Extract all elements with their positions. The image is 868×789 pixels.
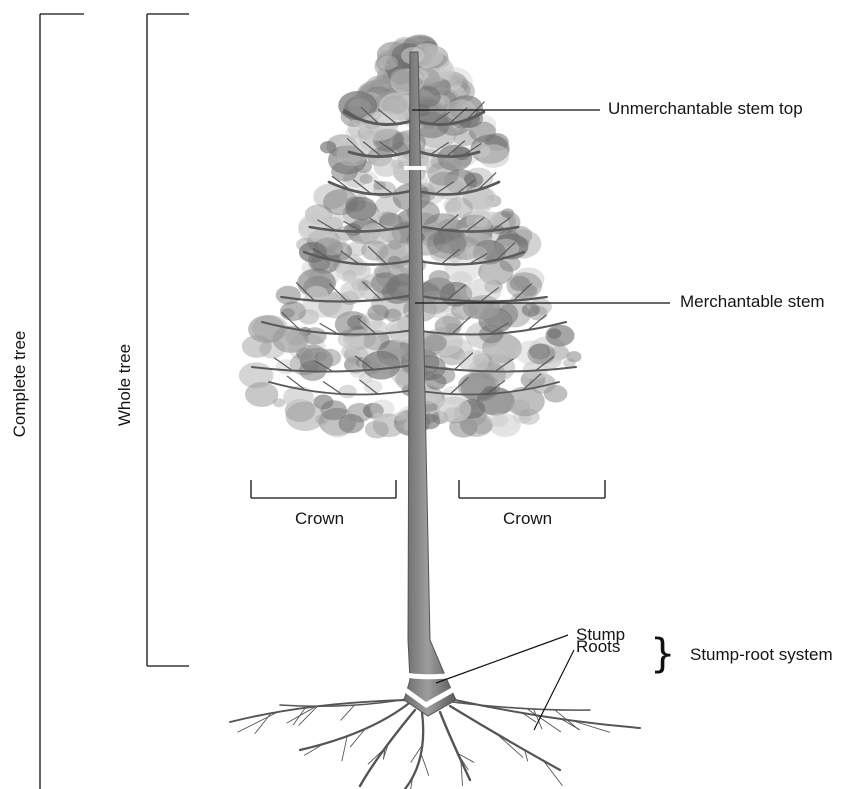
complete-tree-label: Complete tree [10,329,30,439]
whole-tree-bracket [147,14,189,666]
crown-bracket-right [459,480,605,498]
roots-label: Roots [576,637,620,657]
leader-stump [436,635,568,683]
complete-tree-bracket [40,14,84,789]
crown-label-left: Crown [295,509,344,529]
stump-root-brace: } [650,634,675,674]
crown-bracket-left [251,480,396,498]
top-cut-mark [404,166,426,170]
merchantable-stem-label: Merchantable stem [680,292,825,312]
stump-root-system-label: Stump-root system [690,645,833,665]
crown-label-right: Crown [503,509,552,529]
unmerchantable-stem-top-label: Unmerchantable stem top [608,99,803,119]
whole-tree-label: Whole tree [115,340,135,430]
